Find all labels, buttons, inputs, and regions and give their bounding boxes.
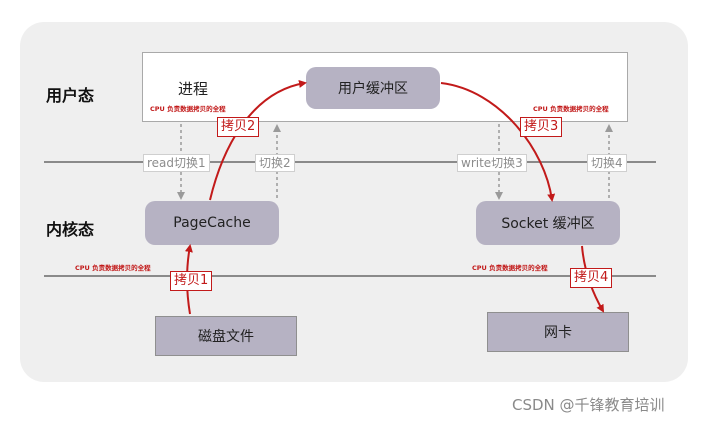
nic-box: 网卡 xyxy=(487,312,629,352)
nic-label: 网卡 xyxy=(544,325,572,341)
switch4-label: 切换4 xyxy=(587,154,627,172)
socket-buffer-label: Socket 缓冲区 xyxy=(501,216,595,232)
user-kernel-boundary xyxy=(44,161,656,163)
cpu-note-copy4: CPU 负责数据拷贝的全程 xyxy=(472,264,548,272)
user-buffer-label: 用户缓冲区 xyxy=(338,81,408,97)
cpu-note-copy1: CPU 负责数据拷贝的全程 xyxy=(75,264,151,272)
cpu-note-copy3: CPU 负责数据拷贝的全程 xyxy=(533,105,609,113)
copy2-arrow xyxy=(209,80,307,201)
copy4-label: 拷贝4 xyxy=(570,268,613,288)
copy3-arrow xyxy=(440,82,556,202)
switch2-label: 切换2 xyxy=(255,154,295,172)
user-mode-label: 用户态 xyxy=(46,86,95,105)
switch3-label: write切换3 xyxy=(457,154,527,172)
page-cache-box: PageCache xyxy=(145,201,279,245)
csdn-watermark: CSDN @千锋教育培训 xyxy=(512,396,665,414)
copy1-label: 拷贝1 xyxy=(170,271,213,291)
switch1-label: read切换1 xyxy=(143,154,210,172)
disk-file-label: 磁盘文件 xyxy=(198,329,254,345)
page-cache-label: PageCache xyxy=(173,215,251,231)
user-buffer-box: 用户缓冲区 xyxy=(306,67,440,109)
kernel-hardware-boundary xyxy=(44,275,656,277)
copy2-label: 拷贝2 xyxy=(217,117,260,137)
copy3-label: 拷贝3 xyxy=(520,117,563,137)
process-label: 进程 xyxy=(178,80,209,98)
disk-file-box: 磁盘文件 xyxy=(155,316,297,356)
kernel-mode-label: 内核态 xyxy=(46,220,95,239)
cpu-note-copy2: CPU 负责数据拷贝的全程 xyxy=(150,105,226,113)
socket-buffer-box: Socket 缓冲区 xyxy=(476,201,620,245)
